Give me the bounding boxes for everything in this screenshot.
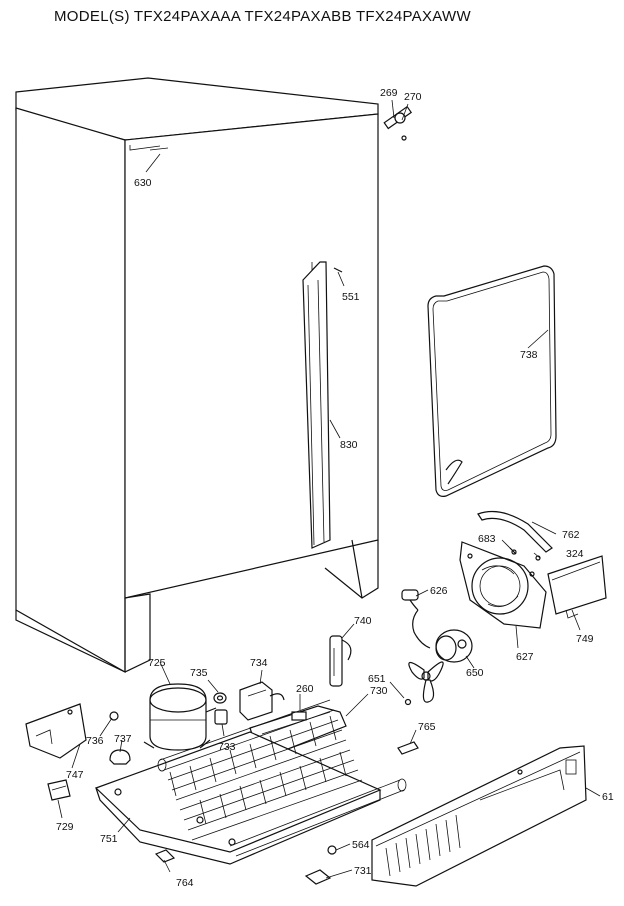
gasket [427,265,557,497]
relay [239,681,285,721]
part-label-749: 749 [576,633,594,645]
condenser-coil [157,699,407,857]
divider-strip [302,261,331,549]
part-label-830: 830 [340,439,358,451]
base-tray [94,731,382,865]
grommet [213,692,227,704]
part-label-747: 747 [66,769,84,781]
part-label-740: 740 [354,615,372,627]
part-label-735: 735 [190,667,208,679]
part-label-733: 733 [218,741,236,753]
thermostat [329,635,352,687]
part-label-734: 734 [250,657,268,669]
cover-plate [25,703,87,759]
defrost-plug [401,589,431,649]
part-label-630: 630 [134,177,152,189]
part-label-61: 61 [602,791,614,803]
part-label-725: 725 [148,657,166,669]
fan-blade [404,661,444,706]
compressor [143,683,217,751]
hinge [383,105,413,141]
part-label-650: 650 [466,667,484,679]
part-label-626: 626 [430,585,448,597]
trim-strip [477,511,553,553]
part-label-737: 737 [114,733,132,745]
leader-lines [57,99,601,879]
fan-motor [435,629,473,663]
part-label-260: 260 [296,683,314,695]
part-label-738: 738 [520,349,538,361]
part-labels: 269 270 630 551 738 830 762 683 324 626 … [56,87,614,889]
evap-cover [547,555,607,619]
toe-grille [371,745,587,887]
part-label-564: 564 [352,839,370,851]
terminal-block [47,779,71,801]
part-label-730: 730 [370,685,388,697]
part-label-270: 270 [404,91,422,103]
part-label-627: 627 [516,651,534,663]
part-label-651: 651 [368,673,386,685]
part-label-751: 751 [100,833,118,845]
part-label-731: 731 [354,865,372,877]
fan-bracket [459,541,547,629]
part-label-551: 551 [342,291,360,303]
part-label-269: 269 [380,87,398,99]
clip [397,741,419,755]
page-title: MODEL(S) TFX24PAXAAA TFX24PAXABB TFX24PA… [54,8,471,25]
part-label-765: 765 [418,721,436,733]
part-label-736: 736 [86,735,104,747]
screws-and-clips [154,845,337,885]
part-label-683: 683 [478,533,496,545]
part-label-762: 762 [562,529,580,541]
capacitor [214,709,228,725]
part-label-324: 324 [566,548,584,560]
part-label-764: 764 [176,877,194,889]
part-label-729: 729 [56,821,74,833]
